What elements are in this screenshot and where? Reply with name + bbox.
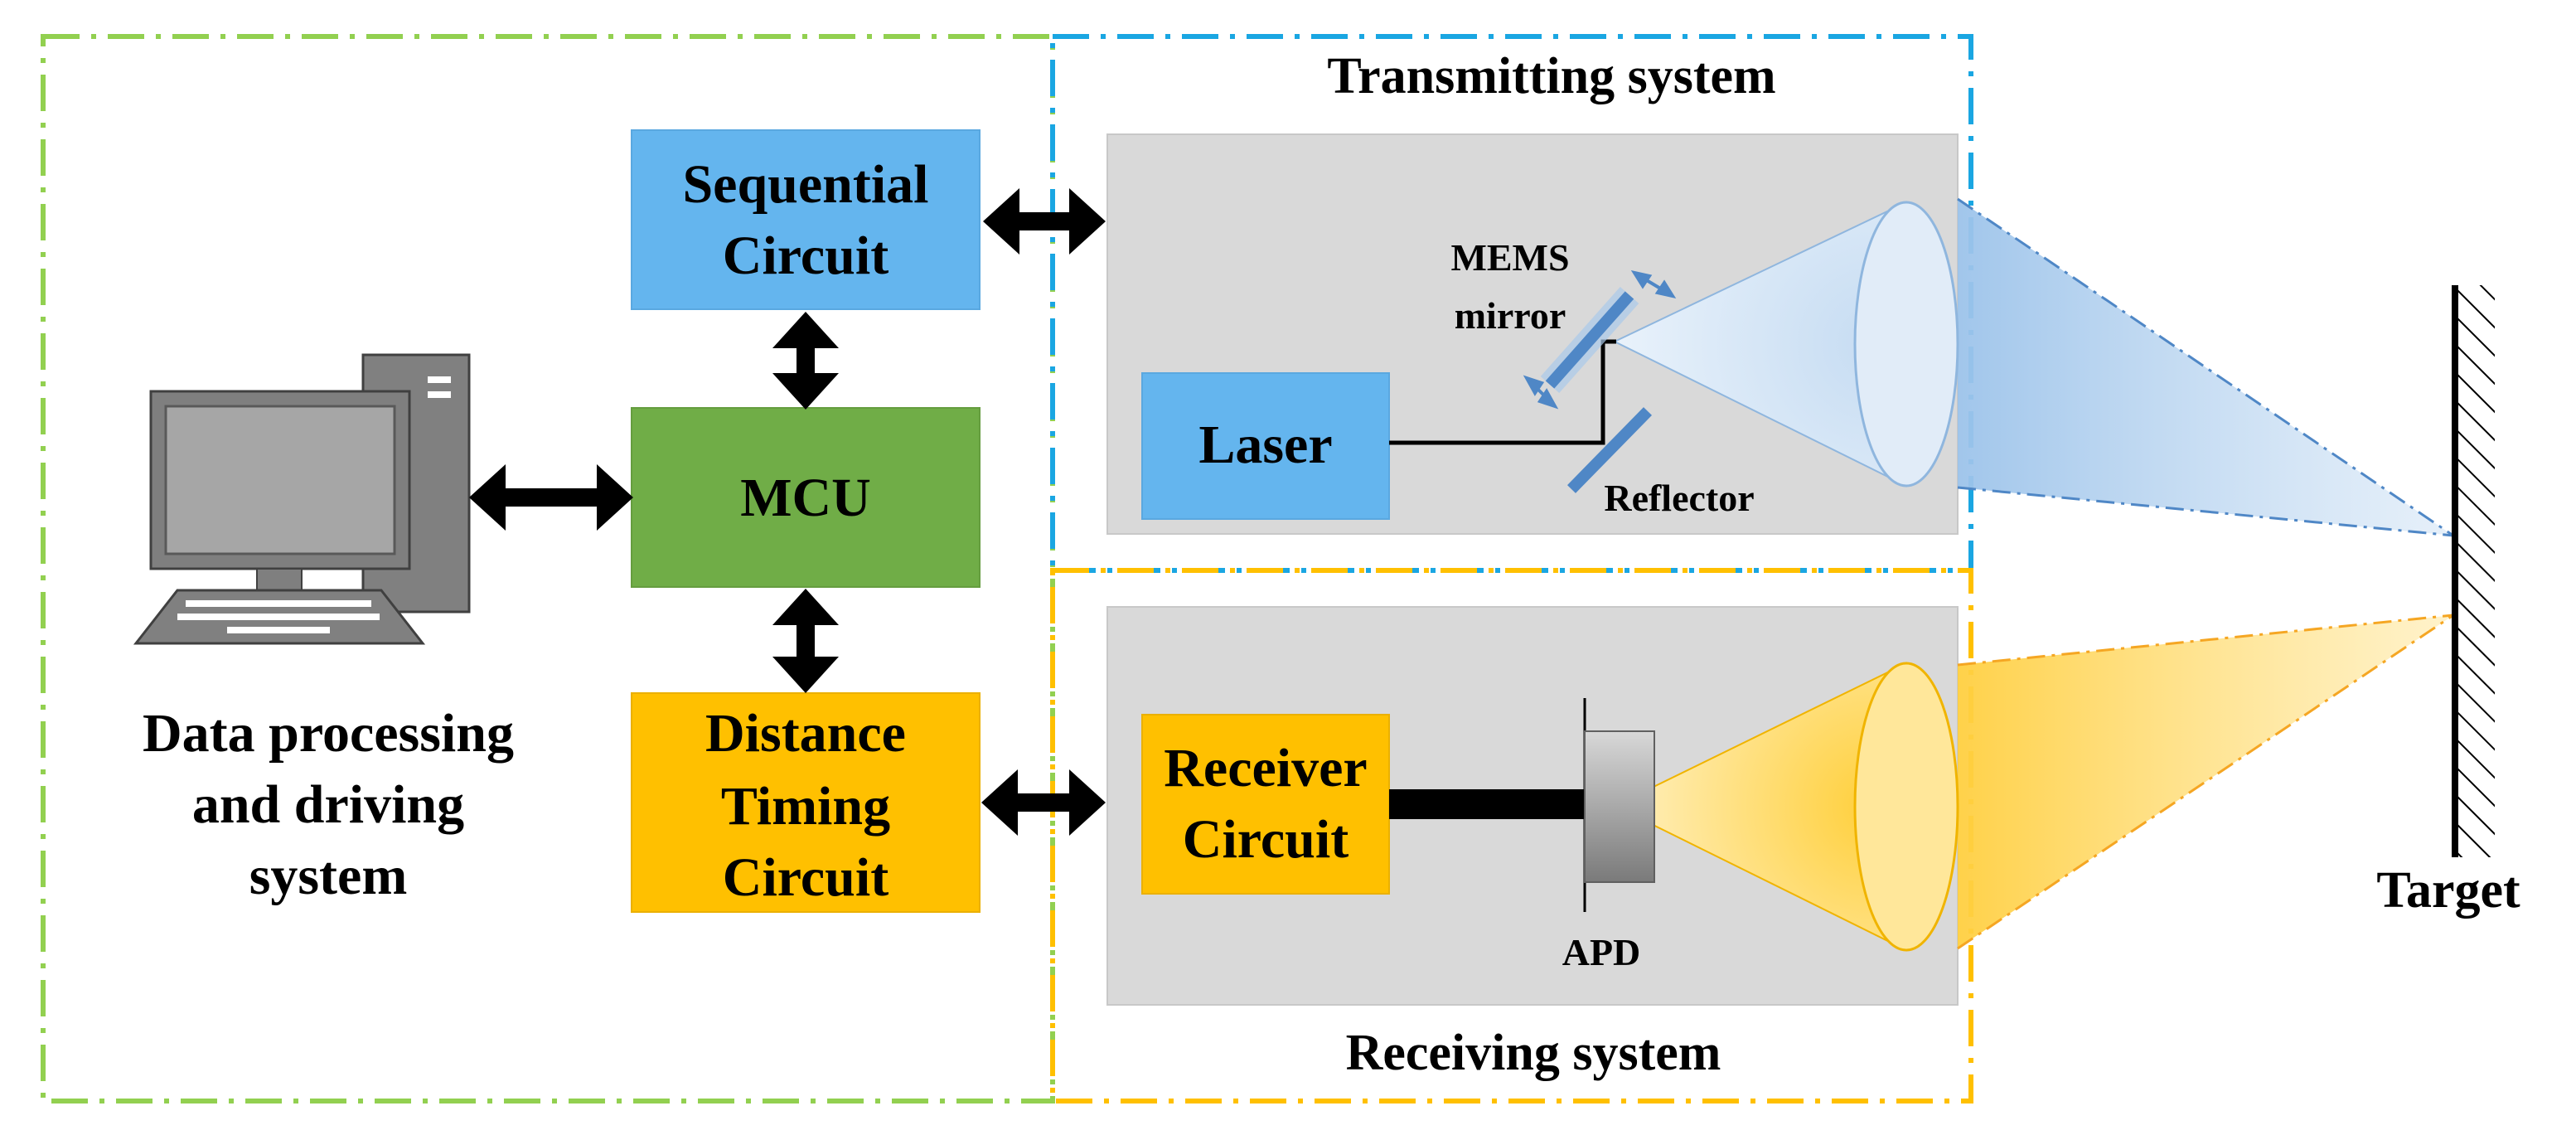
mems-scan-arrow-icon	[1523, 270, 1677, 410]
mcu-distance-arrow	[772, 589, 839, 693]
mems-label-line2: mirror	[1455, 294, 1566, 337]
target-label: Target	[2376, 862, 2520, 919]
distance-receiver-arrow	[981, 769, 1106, 836]
computer-mcu-arrow	[469, 464, 633, 531]
mcu-label: MCU	[740, 468, 871, 528]
reflector-label: Reflector	[1604, 477, 1754, 519]
receive-cone	[1612, 662, 1959, 952]
transmit-beam-edge-top	[1957, 197, 2454, 537]
apd-detector	[1584, 730, 1655, 883]
receiving-system-title: Receiving system	[1346, 1025, 1721, 1081]
desktop-computer-icon	[133, 353, 471, 645]
data-processing-boundary	[41, 34, 1055, 1103]
transmitting-system-title: Transmitting system	[1327, 48, 1775, 104]
hatched-wall-target-icon	[2452, 285, 2495, 857]
laser-optical-path	[1389, 339, 1616, 445]
distance-label-line3: Circuit	[723, 847, 889, 908]
receiver-circuit-block	[1141, 714, 1390, 895]
apd-label: APD	[1562, 931, 1641, 973]
laser-label: Laser	[1198, 415, 1332, 475]
transmit-cone	[1612, 201, 1959, 487]
mems-mirror	[1540, 287, 1639, 393]
mems-label-line1: MEMS	[1450, 236, 1569, 279]
sequential-label-line1: Sequential	[682, 154, 928, 215]
transmit-beam-edge-bottom	[1957, 486, 2454, 537]
distance-label-line1: Distance	[705, 703, 906, 764]
mcu-block	[631, 407, 981, 588]
sequential-mcu-arrow	[772, 312, 839, 410]
distance-timing-circuit-block	[631, 692, 981, 913]
data-processing-label-line2: and driving	[192, 774, 464, 835]
receive-beam-edge-bottom	[1957, 614, 2454, 950]
sequential-circuit-block	[631, 129, 981, 310]
laser-block	[1141, 372, 1390, 520]
sequential-label-line2: Circuit	[723, 226, 889, 286]
distance-label-line2: Timing	[721, 776, 890, 837]
reflector-mirror	[1566, 407, 1653, 493]
receive-beam-edge-top	[1957, 614, 2454, 667]
data-processing-label-line1: Data processing	[143, 703, 514, 764]
sequential-transmitter-arrow	[983, 188, 1106, 255]
transmit-beam	[1958, 199, 2453, 536]
receiver-apd-link	[1389, 789, 1585, 819]
data-processing-label-line3: system	[249, 846, 408, 906]
receiver-label-line1: Receiver	[1164, 738, 1367, 798]
receiver-label-line2: Circuit	[1183, 809, 1349, 870]
